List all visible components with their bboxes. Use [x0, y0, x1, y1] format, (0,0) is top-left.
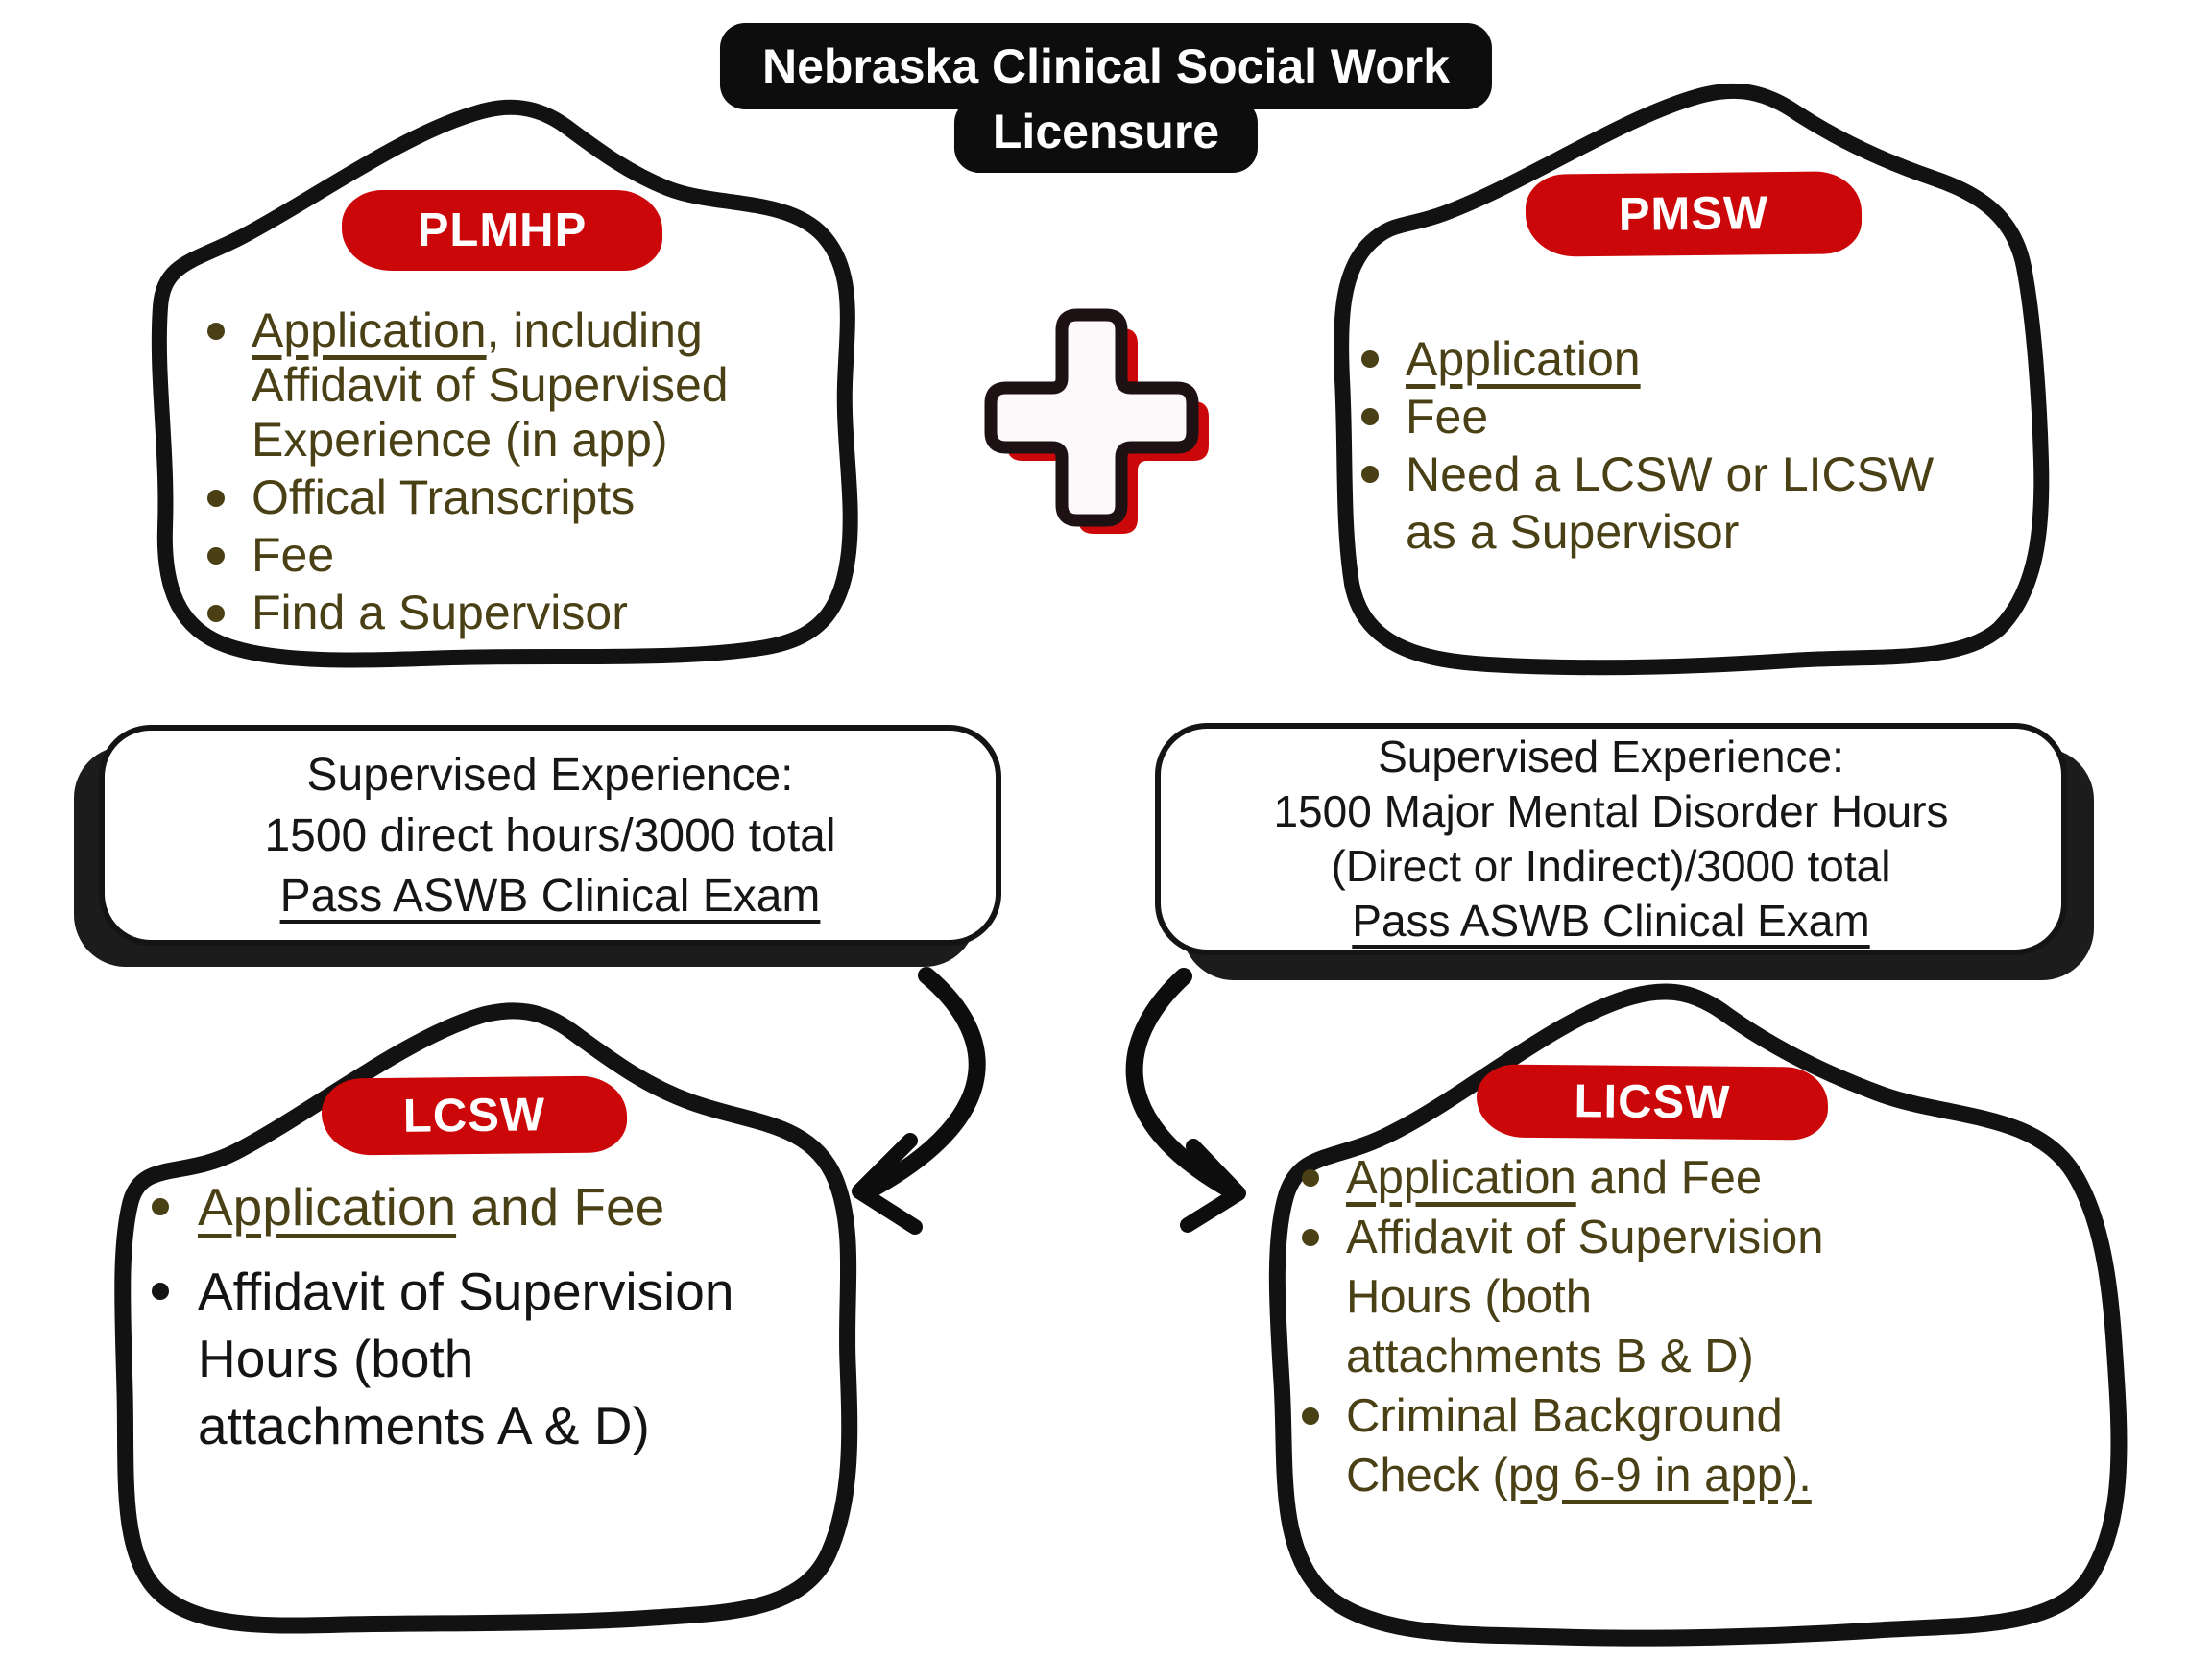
list-item: Fee [1361, 388, 1934, 445]
blob-pmsw-shape [1334, 83, 2050, 676]
list-item: Application and Fee [152, 1173, 733, 1240]
application-link[interactable]: Application [1406, 332, 1641, 386]
licsw-requirements-list: Application and Fee Affidavit of Supervi… [1302, 1148, 1824, 1505]
pg-6-9-link[interactable]: pg 6-9 in app). [1507, 1450, 1812, 1502]
badge-lcsw: LCSW [321, 1075, 628, 1156]
blob-licsw-shape [1268, 983, 2128, 1647]
badge-licsw: LICSW [1476, 1064, 1829, 1141]
badge-pmsw: PMSW [1525, 171, 1863, 257]
list-item-text: Fee [252, 528, 335, 582]
list-item-text: and Fee [1575, 1152, 1763, 1204]
bullet-dot-icon [207, 605, 225, 622]
list-item-text: Affidavit of Supervision Hours (both att… [198, 1262, 734, 1455]
se-left-line2: 1500 direct hours/3000 total [264, 809, 836, 861]
list-item: Application and Fee [1302, 1148, 1824, 1208]
list-item: Offical Transcripts [207, 470, 729, 525]
bullet-dot-icon [1361, 350, 1379, 368]
application-link[interactable]: Application [252, 303, 487, 357]
curved-arrow-left-icon [852, 967, 986, 1235]
se-left-line1: Supervised Experience: [306, 749, 794, 801]
bullet-dot-icon [207, 323, 225, 340]
supervised-experience-box-right: Supervised Experience: 1500 Major Mental… [1155, 723, 2067, 955]
list-item: Application [1361, 330, 1934, 388]
list-item: Find a Supervisor [207, 586, 729, 640]
bullet-dot-icon [1302, 1407, 1319, 1425]
aswb-exam-link[interactable]: Pass ASWB Clinical Exam [1352, 896, 1870, 946]
bullet-dot-icon [207, 490, 225, 507]
plmhp-requirements-list: Application, including Affidavit of Supe… [207, 303, 729, 643]
list-item-text: Find a Supervisor [252, 586, 628, 639]
list-item-text: Offical Transcripts [252, 470, 636, 524]
list-item: Fee [207, 528, 729, 583]
pmsw-requirements-list: Application Fee Need a LCSW or LICSW as … [1361, 330, 1934, 561]
aswb-exam-link[interactable]: Pass ASWB Clinical Exam [279, 870, 821, 922]
list-item-text: and Fee [456, 1177, 665, 1237]
page-title-line1: Nebraska Clinical Social Work [719, 23, 1493, 109]
list-item: Criminal Background Check (pg 6-9 in app… [1302, 1386, 1824, 1505]
bullet-dot-icon [207, 547, 225, 565]
badge-plmhp: PLMHP [342, 190, 662, 271]
list-item: Affidavit of Supervision Hours (both att… [1302, 1208, 1824, 1386]
bullet-dot-icon [1361, 408, 1379, 425]
list-item-text: Affidavit of Supervision Hours (both att… [1346, 1212, 1824, 1382]
curved-arrow-right-icon [1125, 968, 1246, 1233]
list-item-text: Fee [1406, 390, 1489, 444]
application-link[interactable]: Application [198, 1177, 457, 1237]
blob-plmhp-shape [151, 99, 858, 668]
list-item-text: , including Affidavit of Supervised Expe… [252, 303, 729, 467]
page-title-line2: Licensure [953, 98, 1259, 173]
se-right-line3: (Direct or Indirect)/3000 total [1331, 841, 1891, 891]
list-item-text: Need a LCSW or LICSW as a Supervisor [1406, 447, 1935, 559]
se-right-line1: Supervised Experience: [1378, 732, 1844, 781]
list-item-text: Criminal Background Check ( [1346, 1390, 1783, 1502]
list-item: Application, including Affidavit of Supe… [207, 303, 729, 468]
lcsw-requirements-list: Application and Fee Affidavit of Supervi… [152, 1173, 733, 1477]
bullet-dot-icon [1302, 1169, 1319, 1187]
list-item: Affidavit of Supervision Hours (both att… [152, 1258, 733, 1459]
se-right-line2: 1500 Major Mental Disorder Hours [1273, 786, 1949, 836]
supervised-experience-box-left: Supervised Experience: 1500 direct hours… [99, 725, 1001, 946]
bullet-dot-icon [152, 1198, 169, 1215]
application-link[interactable]: Application [1346, 1152, 1576, 1204]
blob-lcsw-shape [114, 1002, 858, 1634]
title-banner: Nebraska Clinical Social Work Licensure [719, 23, 1493, 173]
bullet-dot-icon [1361, 466, 1379, 483]
plus-icon [984, 308, 1209, 534]
list-item: Need a LCSW or LICSW as a Supervisor [1361, 445, 1934, 561]
bullet-dot-icon [1302, 1229, 1319, 1246]
bullet-dot-icon [152, 1283, 169, 1300]
